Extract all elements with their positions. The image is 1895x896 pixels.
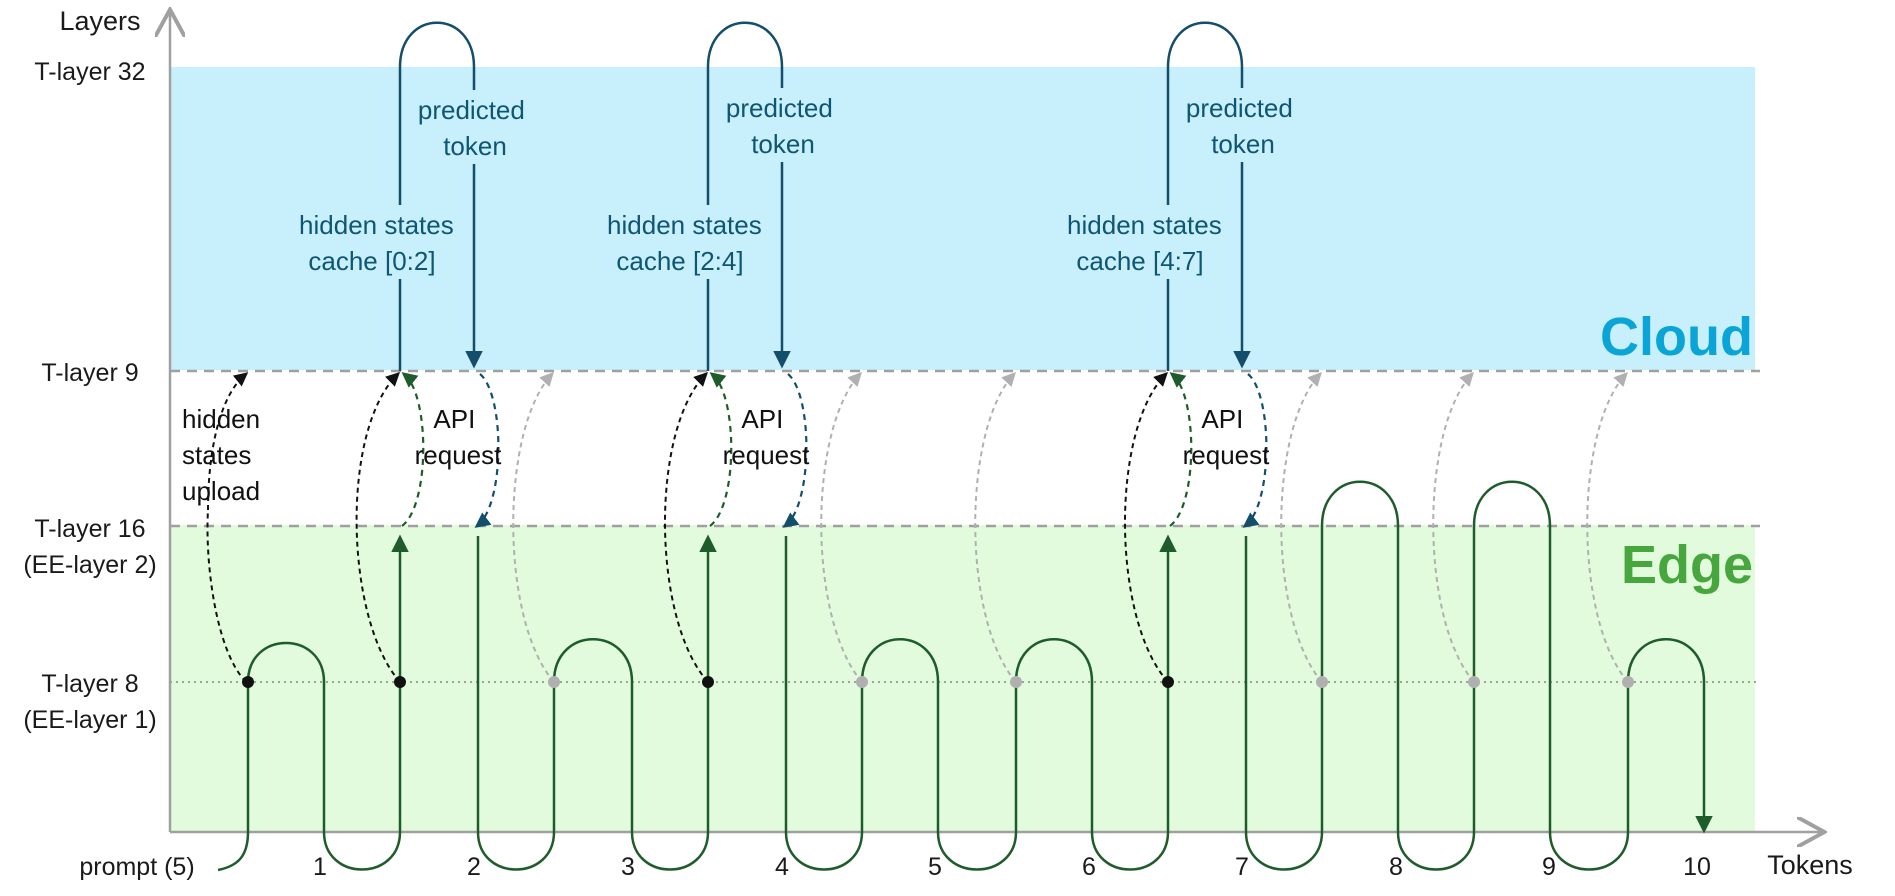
edge-region: [170, 525, 1755, 832]
token-label-8: 8: [1389, 853, 1403, 881]
edge-path-4-to-6: [784, 534, 1177, 871]
x-axis-title: Tokens: [1767, 850, 1853, 880]
cloud-loop-2: [706, 21, 791, 371]
api-request-note-3: API request: [1183, 404, 1270, 470]
exit-dot-idle-2: [548, 676, 560, 688]
cache-note-bg-1: [290, 205, 470, 279]
token-label-7: 7: [1235, 853, 1249, 881]
predicted-note-bg-2: [718, 88, 848, 162]
exit-dot-upload-6: [1162, 676, 1174, 688]
api-request-note-2: API request: [723, 404, 810, 470]
cloud-loop-3: [1166, 21, 1251, 371]
predicted-token-note-1: predicted token: [418, 95, 532, 161]
upload-arrow-token-6: [1124, 372, 1169, 683]
token-label-5: 5: [928, 853, 942, 881]
idle-arrow-token-2: [512, 371, 555, 683]
layer-label-t8: T-layer 8(EE-layer 1): [23, 670, 156, 734]
exit-dot-idle-5: [1010, 676, 1022, 688]
idle-arrow-token-9: [1586, 371, 1629, 683]
token-label-3: 3: [621, 853, 635, 881]
token-label-4: 4: [775, 853, 789, 881]
cache-note-1: hidden states cache [0:2]: [299, 210, 461, 276]
idle-arrow-token-8: [1432, 371, 1475, 683]
cache-note-2: hidden states cache [2:4]: [607, 210, 769, 276]
exit-dot-idle-4: [856, 676, 868, 688]
layer-label-t16: T-layer 16(EE-layer 2): [23, 515, 156, 579]
api-request-up-3: [1169, 372, 1193, 527]
idle-arrow-token-4: [820, 371, 863, 683]
cache-note-bg-3: [1058, 205, 1238, 279]
exit-dot-upload-prompt: [242, 676, 254, 688]
cache-note-3: hidden states cache [4:7]: [1067, 210, 1229, 276]
upload-arrow-token-3: [664, 372, 709, 683]
api-request-note-1: API request: [415, 404, 502, 470]
upload-arrow-token-1: [355, 372, 401, 683]
y-axis-title: Layers: [59, 6, 140, 36]
predicted-note-bg-1: [410, 90, 540, 164]
api-request-up-2: [709, 372, 733, 527]
token-label-2: 2: [467, 853, 481, 881]
exit-dot-upload-3: [702, 676, 714, 688]
predicted-token-note-3: predicted token: [1186, 93, 1300, 159]
exit-dot-idle-9: [1622, 676, 1634, 688]
edge-region-title: Edge: [1621, 535, 1753, 595]
edge-path-prompt-to-1: [217, 534, 409, 872]
exit-dot-idle-8: [1468, 676, 1480, 688]
token-label-10: 10: [1683, 853, 1711, 881]
predicted-token-note-2: predicted token: [726, 93, 840, 159]
edge-path-2-to-3: [476, 534, 717, 871]
api-response-down-3: [1242, 373, 1268, 528]
layer-label-t9: T-layer 9: [41, 359, 138, 387]
token-label-9: 9: [1542, 853, 1556, 881]
cloud-region-title: Cloud: [1600, 307, 1753, 367]
api-response-down-1: [474, 373, 500, 528]
predicted-note-bg-3: [1178, 88, 1308, 162]
api-request-up-1: [401, 372, 425, 527]
upload-arrow-prompt: [206, 374, 246, 683]
idle-arrow-token-7: [1280, 371, 1323, 683]
token-label-6: 6: [1082, 853, 1096, 881]
upload-note: hidden states upload: [182, 404, 267, 506]
layer-label-t32: T-layer 32: [34, 58, 145, 86]
token-label-1: 1: [313, 853, 327, 881]
idle-arrow-token-5: [974, 371, 1017, 683]
token-label-prompt: prompt (5): [79, 853, 194, 881]
cache-note-bg-2: [598, 205, 778, 279]
exit-dot-upload-1: [394, 676, 406, 688]
api-response-down-2: [782, 373, 808, 528]
exit-dot-idle-7: [1316, 676, 1328, 688]
cloud-loop-1: [398, 21, 483, 371]
